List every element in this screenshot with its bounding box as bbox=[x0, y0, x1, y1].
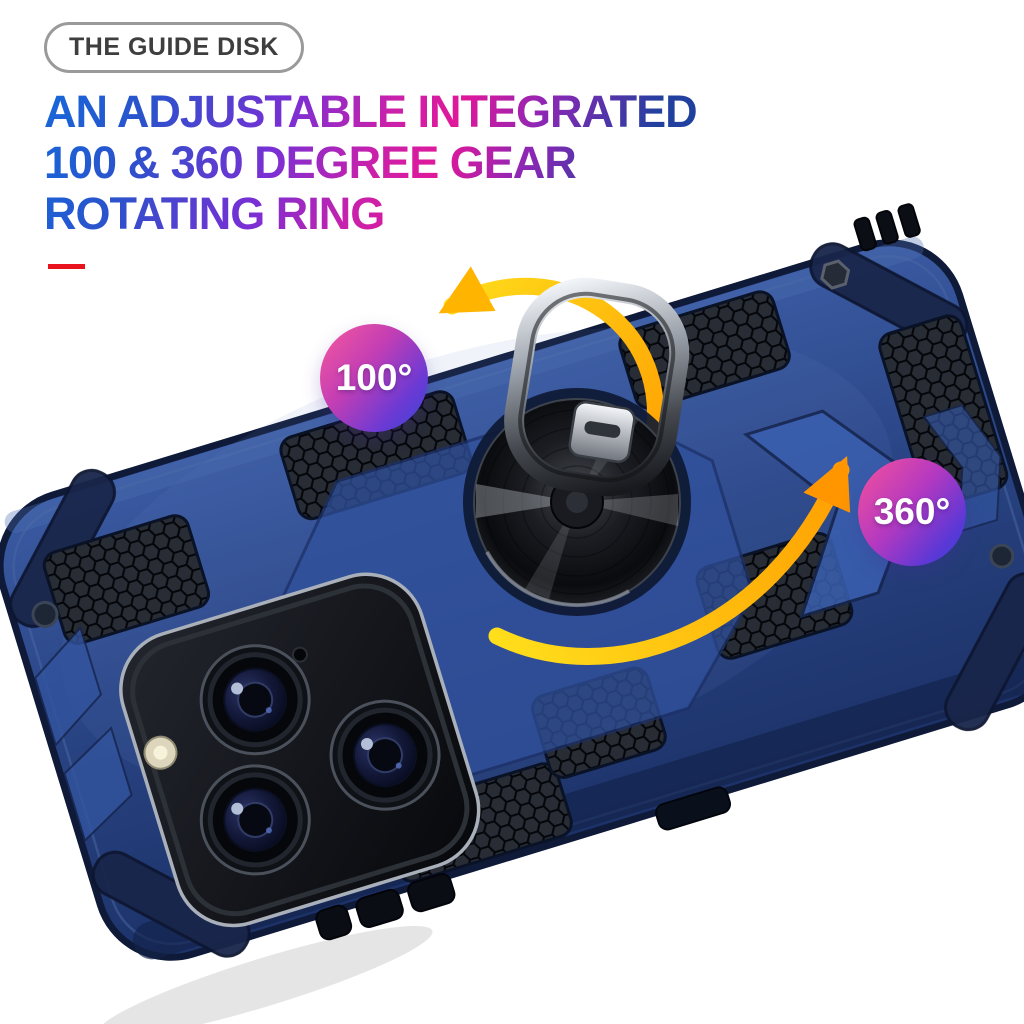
armor-accent bbox=[63, 726, 133, 843]
camera-module bbox=[119, 572, 481, 928]
guide-disk-pill: THE GUIDE DISK bbox=[44, 22, 304, 73]
headline: AN ADJUSTABLE INTEGRATED 100 & 360 DEGRE… bbox=[44, 86, 697, 239]
ring-kickstand bbox=[504, 277, 690, 497]
headline-line: 100 & 360 DEGREE GEAR bbox=[44, 137, 576, 188]
ring-hinge bbox=[568, 400, 636, 464]
case-shadow bbox=[97, 925, 433, 1024]
rotation-360-badge: 360° bbox=[858, 458, 966, 566]
armor-accent bbox=[34, 625, 103, 748]
rotation-100-badge: 100° bbox=[320, 324, 428, 432]
corner-screw bbox=[31, 600, 59, 628]
red-underline bbox=[48, 264, 85, 269]
edge-nubs bbox=[853, 203, 921, 252]
corner-screw bbox=[989, 543, 1015, 569]
headline-line: AN ADJUSTABLE INTEGRATED bbox=[44, 86, 697, 137]
phone-case bbox=[0, 203, 1024, 961]
power-button-slot bbox=[655, 786, 732, 831]
armor-chevron bbox=[922, 404, 1002, 534]
camera-lens bbox=[329, 699, 441, 811]
side-buttons bbox=[315, 873, 456, 941]
camera-lens bbox=[199, 644, 311, 756]
headline-line: ROTATING RING bbox=[44, 188, 385, 239]
camera-lens bbox=[199, 764, 311, 876]
corner-screw bbox=[820, 259, 851, 290]
camera-mic bbox=[291, 646, 308, 663]
rotation-arrow-100 bbox=[438, 266, 664, 471]
rotation-arrow-360 bbox=[488, 455, 851, 665]
